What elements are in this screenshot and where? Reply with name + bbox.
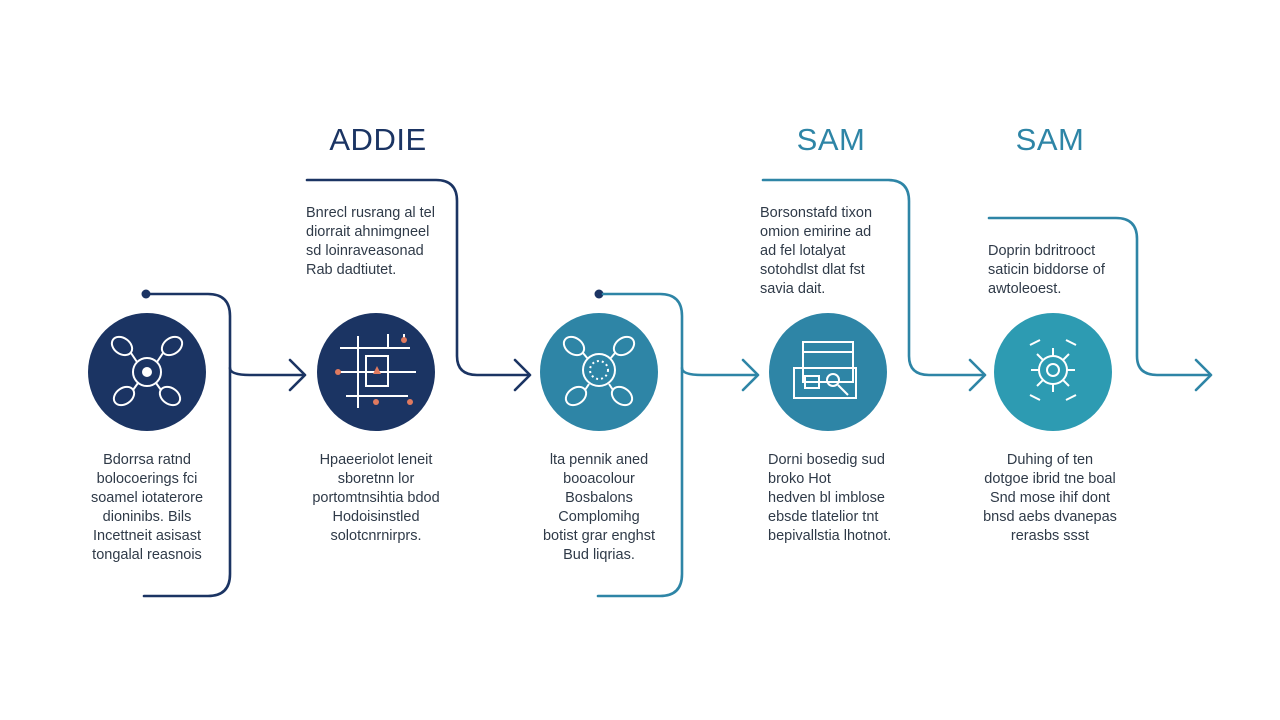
- circuit-icon: [335, 334, 416, 408]
- stage-1-circle: [88, 313, 206, 431]
- gear-network-icon: [1029, 339, 1077, 401]
- stage-5-top-text: Doprin bdritrooct saticin biddorse of aw…: [988, 243, 1105, 297]
- stage-2-circle: [317, 313, 435, 431]
- stage-4-bottom-text: Dorni bosedig sud broko Hot hedven bl im…: [768, 452, 892, 544]
- browser-search-icon: [793, 341, 857, 399]
- heading-addie: ADDIE: [329, 122, 427, 157]
- stage-5-bottom-text: Duhing of ten dotgoe ibrid tne boal Snd …: [983, 452, 1117, 544]
- stage-3-bottom-text: lta pennik aned booacolour Bosbalons Com…: [542, 452, 656, 563]
- stage-4-circle-bg: [769, 313, 887, 431]
- stage-4-top-text: Borsonstafd tixon omion emirine ad ad fe…: [760, 205, 873, 297]
- connector-3: [594, 289, 760, 598]
- stage-5-circle-bg: [994, 313, 1112, 431]
- stage-4-circle: [769, 313, 887, 431]
- connector-2: [305, 178, 532, 392]
- stage-2-top-text: Bnrecl rusrang al tel diorrait ahnimgnee…: [306, 205, 435, 278]
- heading-sam-2: SAM: [1015, 122, 1085, 157]
- stage-1-bottom-text: Bdorrsa ratnd bolocoerings fci soamel io…: [90, 452, 204, 563]
- molecule-icon: [110, 335, 184, 407]
- heading-sam-1: SAM: [796, 122, 866, 157]
- stage-2-bottom-text: Hpaeeriolot leneit sboretnn lor portomtn…: [312, 452, 440, 544]
- stage-5-circle: [994, 313, 1112, 431]
- molecule-icon: [562, 335, 636, 407]
- connector-5: [987, 216, 1213, 392]
- connector-1: [141, 289, 307, 598]
- stage-3-circle: [540, 313, 658, 431]
- stage-3-circle-bg: [540, 313, 658, 431]
- connector-4: [761, 178, 987, 392]
